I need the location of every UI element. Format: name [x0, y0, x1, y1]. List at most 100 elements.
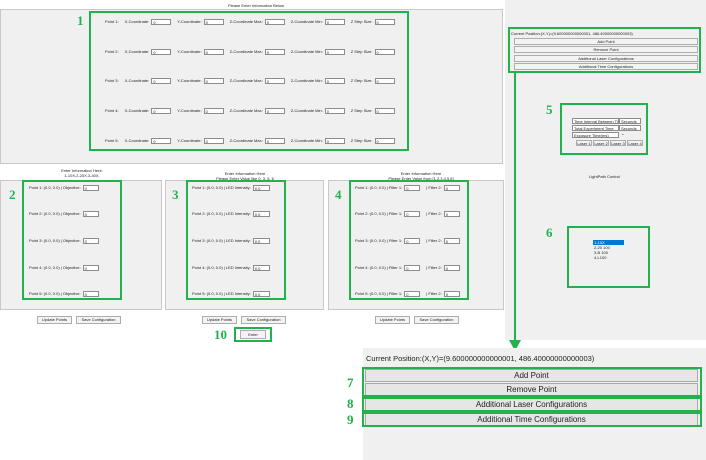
filter-1-input[interactable]: 0: [404, 290, 421, 297]
total-time-field[interactable]: Total Experiment Time: [572, 124, 619, 131]
filter-2-input[interactable]: 0: [443, 210, 460, 217]
point-label: Point 5:: [105, 138, 119, 143]
zoom-add-point-button[interactable]: Add Point: [365, 369, 698, 382]
led-intensity-label: | LED Intensity:: [223, 211, 251, 216]
update-points-button[interactable]: Update Points: [375, 316, 410, 324]
list-item[interactable]: 4-L100: [594, 255, 607, 260]
annotation-box-5: [560, 103, 648, 155]
update-points-button[interactable]: Update Points: [37, 316, 72, 324]
point-coordinate-label: Point 4: (0.0, 0.0): [192, 265, 223, 270]
y-coordinate-input[interactable]: 0: [203, 107, 224, 114]
add-point-button[interactable]: Add Point: [514, 38, 698, 45]
point-coordinate-label: Point 2: (0.0, 0.0): [29, 211, 60, 216]
z-max-input[interactable]: 0: [264, 107, 285, 114]
objective-input[interactable]: 0: [82, 237, 99, 244]
filter-1-label: | Filter 1:: [386, 265, 403, 270]
z-min-input[interactable]: 0: [324, 48, 345, 55]
point-coordinate-label: Point 4: (0.0, 0.0): [29, 265, 60, 270]
objective-label: | Objective:: [60, 238, 81, 243]
z-min-input[interactable]: 0: [324, 77, 345, 84]
point-coordinate-label: Point 1: (0.0, 0.0): [29, 185, 60, 190]
objective-input[interactable]: 0: [82, 184, 99, 191]
table-row: Point 3: (0.0, 0.0)| Filter 1:0| Filter …: [355, 237, 460, 244]
point-coordinate-label: Point 2: (0.0, 0.0): [355, 211, 386, 216]
x-coordinate-input[interactable]: 0: [151, 107, 172, 114]
laser-config-button[interactable]: Additional Laser Configurations: [514, 55, 698, 62]
led-intensity-input[interactable]: 0.0: [252, 290, 270, 297]
filter-2-input[interactable]: 0: [443, 264, 460, 271]
objective-input[interactable]: 0: [82, 264, 99, 271]
filter-2-input[interactable]: 0: [443, 290, 460, 297]
objective-input[interactable]: 0: [82, 290, 99, 297]
filter-2-label: | Filter 2:: [426, 211, 442, 216]
time-interval-unit-select[interactable]: Seconds ⌄: [619, 117, 641, 129]
led-intensity-label: | LED Intensity:: [223, 185, 251, 190]
z-step-input[interactable]: 0: [374, 77, 395, 84]
z-step-label: Z Step Size:: [350, 19, 373, 24]
z-step-input[interactable]: 0: [374, 48, 395, 55]
time-interval-field[interactable]: Time Interval Between Ti: [572, 117, 619, 124]
z-min-input[interactable]: 0: [324, 137, 345, 144]
filter-1-input[interactable]: 0: [404, 184, 421, 191]
x-coordinate-input[interactable]: 0: [151, 48, 172, 55]
z-step-input[interactable]: 0: [374, 107, 395, 114]
filter-1-input[interactable]: 0: [404, 264, 421, 271]
y-coordinate-label: Y-Coordinate:: [177, 138, 202, 143]
laser-4-button[interactable]: Laser 4: [627, 139, 643, 146]
time-config-button[interactable]: Additional Time Configurations: [514, 63, 698, 70]
list-item[interactable]: 3-B 100: [594, 250, 609, 255]
y-coordinate-input[interactable]: 0: [203, 48, 224, 55]
y-coordinate-input[interactable]: 0: [203, 77, 224, 84]
annotation-label-3: 3: [172, 187, 179, 202]
objective-input[interactable]: 0: [82, 210, 99, 217]
laser-2-button[interactable]: Laser 2: [593, 139, 609, 146]
led-intensity-input[interactable]: 0.0: [252, 184, 270, 191]
z-step-input[interactable]: 0: [374, 18, 395, 25]
x-coordinate-input[interactable]: 0: [151, 77, 172, 84]
save-configuration-button[interactable]: Save Configuration: [414, 316, 459, 324]
filter-1-input[interactable]: 0: [404, 237, 421, 244]
z-max-input[interactable]: 0: [264, 137, 285, 144]
point-label: Point 1:: [105, 19, 119, 24]
led-intensity-label: | LED Intensity:: [223, 265, 251, 270]
z-max-input[interactable]: 0: [264, 48, 285, 55]
x-coordinate-input[interactable]: 0: [151, 18, 172, 25]
led-intensity-input[interactable]: 0.0: [252, 264, 270, 271]
z-step-input[interactable]: 0: [374, 137, 395, 144]
z-max-input[interactable]: 0: [264, 18, 285, 25]
filter-1-label: | Filter 1:: [386, 211, 403, 216]
x-coordinate-input[interactable]: 0: [151, 137, 172, 144]
y-coordinate-label: Y-Coordinate:: [177, 49, 202, 54]
laser-1-button[interactable]: Laser 1: [576, 139, 592, 146]
z-max-input[interactable]: 0: [264, 77, 285, 84]
list-item[interactable]: 2-20 100: [594, 245, 610, 250]
annotation-label-6: 6: [546, 225, 553, 240]
update-points-button[interactable]: Update Points: [202, 316, 237, 324]
save-configuration-button[interactable]: Save Configuration: [76, 316, 121, 324]
total-time-unit-select[interactable]: Seconds ⌄: [619, 124, 641, 136]
arrow-down-icon: [509, 72, 521, 351]
filter-1-input[interactable]: 0: [404, 210, 421, 217]
z-step-label: Z Step Size:: [350, 78, 373, 83]
led-panel: [165, 180, 324, 310]
filter-2-input[interactable]: 0: [443, 237, 460, 244]
laser-3-button[interactable]: Laser 3: [610, 139, 626, 146]
exposure-field[interactable]: Exposure Time(ms): [572, 131, 619, 138]
table-row: Point 4: (0.0, 0.0)| LED Intensity:0.0: [192, 264, 270, 271]
annotation-label-4: 4: [335, 187, 342, 202]
y-coordinate-input[interactable]: 0: [203, 18, 224, 25]
list-item[interactable]: 1-10X: [593, 240, 624, 245]
z-min-input[interactable]: 0: [324, 18, 345, 25]
led-intensity-input[interactable]: 0.0: [252, 237, 270, 244]
z-min-input[interactable]: 0: [324, 107, 345, 114]
point-coordinate-label: Point 2: (0.0, 0.0): [192, 211, 223, 216]
filter-2-input[interactable]: 0: [443, 184, 460, 191]
led-intensity-input[interactable]: 0.0: [252, 210, 270, 217]
enter-button[interactable]: Enter: [240, 330, 266, 339]
remove-point-button[interactable]: Remove Point: [514, 46, 698, 53]
save-configuration-button[interactable]: Save Configuration: [241, 316, 286, 324]
y-coordinate-input[interactable]: 0: [203, 137, 224, 144]
